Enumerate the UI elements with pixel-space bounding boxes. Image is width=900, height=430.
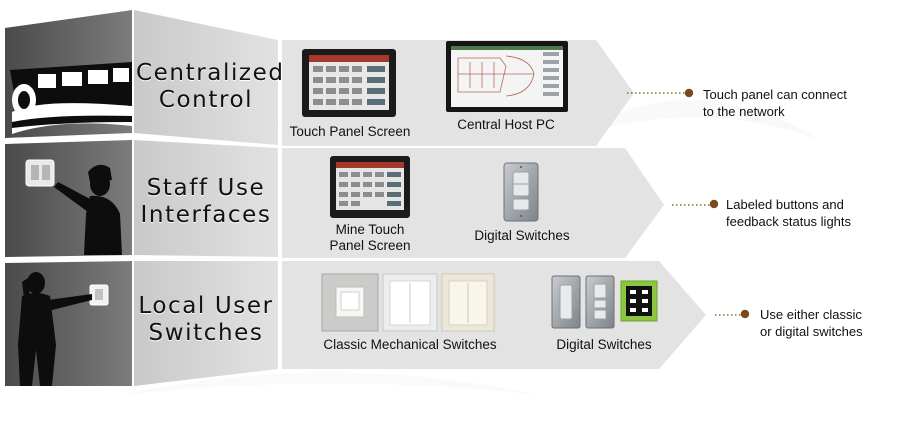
row-label-line2: Interfaces	[140, 202, 272, 228]
caption-classic-mechanical-switches: Classic Mechanical Switches	[323, 337, 497, 352]
silhouette-column	[5, 10, 132, 386]
connector-staff	[672, 199, 719, 209]
caption-central-host-pc: Central Host PC	[457, 117, 555, 132]
bullet-dot	[740, 309, 750, 319]
touch-panel-image	[302, 49, 396, 117]
bullet-dot	[684, 88, 694, 98]
note-line1: Use either classic	[760, 307, 862, 322]
note-centralized: Touch panel can connect to the network	[703, 86, 893, 120]
classic-mechanical-switches-image	[321, 273, 495, 332]
worker-silhouette	[25, 159, 122, 255]
note-staff: Labeled buttons and feedback status ligh…	[726, 196, 896, 230]
digital-switches-image-local	[551, 275, 658, 329]
caption-mine-touch-panel-screen: Mine Touch Panel Screen	[300, 222, 440, 254]
row-label-local: Local User Switches	[136, 293, 276, 347]
label-column	[134, 10, 278, 386]
row-label-staff: Staff Use Interfaces	[136, 175, 276, 229]
label-panel-staff	[134, 140, 278, 257]
label-panel-centralized	[134, 10, 278, 145]
note-line2: feedback status lights	[726, 214, 852, 229]
row-label-line1: Local User	[138, 293, 274, 319]
row-label-centralized: Centralized Control	[136, 60, 285, 114]
caption-digital-switches-local: Digital Switches	[556, 337, 652, 352]
note-line1: Labeled buttons and	[726, 197, 844, 212]
central-host-pc-image	[446, 41, 568, 112]
note-line1: Touch panel can connect	[703, 87, 847, 102]
control-room-silhouette	[10, 62, 132, 134]
caption-digital-switches-staff: Digital Switches	[474, 228, 570, 243]
row-label-line1: Staff Use	[146, 175, 266, 201]
caption-line1: Mine Touch	[335, 222, 405, 237]
row-label-line1: Centralized	[136, 60, 285, 86]
background-watermark	[120, 100, 820, 395]
connector-centralized	[627, 88, 694, 98]
row-label-line2: Switches	[148, 320, 264, 346]
note-line2: or digital switches	[760, 324, 863, 339]
note-line2: to the network	[703, 104, 785, 119]
connector-local	[715, 309, 750, 319]
note-local: Use either classic or digital switches	[760, 306, 896, 340]
row-label-line2: Control	[158, 87, 254, 113]
digital-switch-image-staff	[503, 162, 539, 222]
label-panel-local	[134, 261, 278, 386]
businessman-silhouette	[18, 272, 109, 386]
mine-touch-panel-image	[330, 156, 410, 218]
caption-touch-panel-screen: Touch Panel Screen	[289, 124, 411, 139]
caption-line2: Panel Screen	[329, 238, 411, 253]
bullet-dot	[709, 199, 719, 209]
